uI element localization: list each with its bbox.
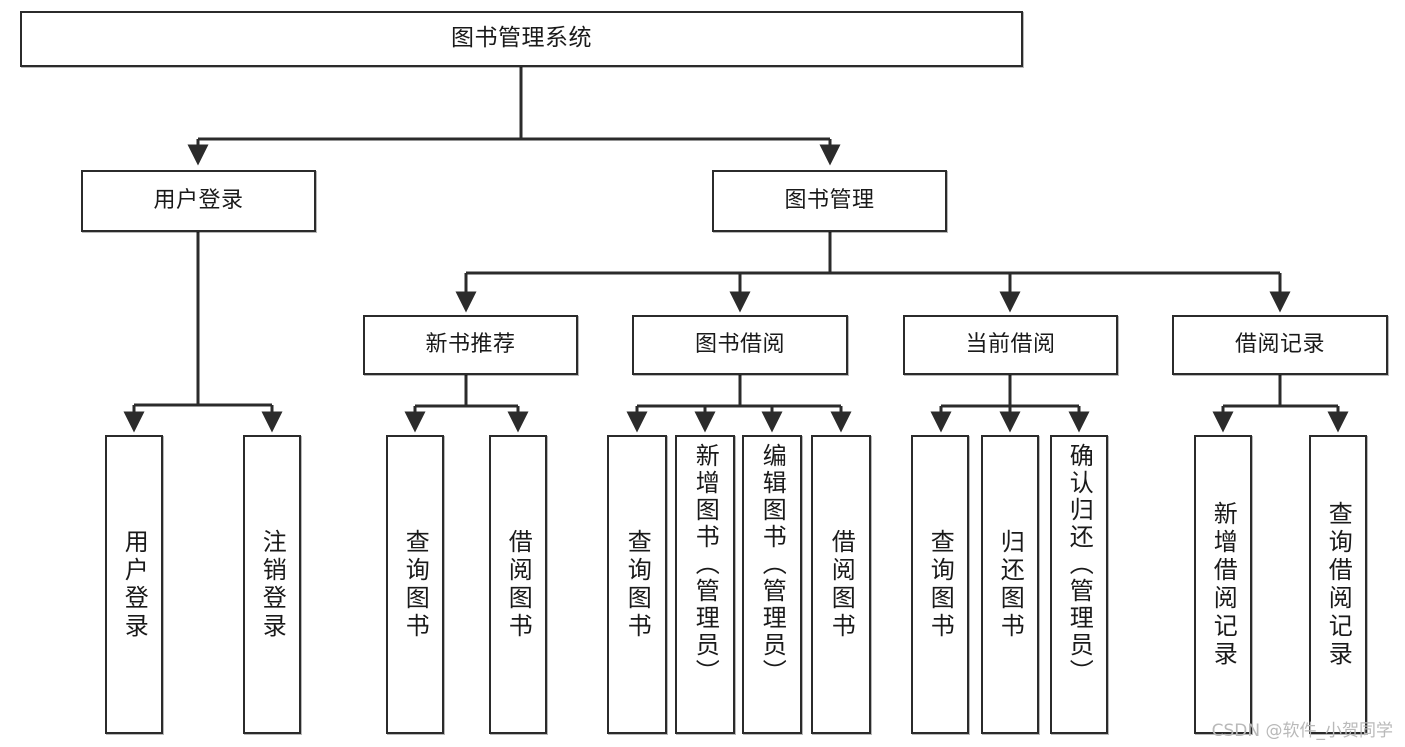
node-label: 图书管理系统	[451, 25, 592, 52]
leaf-book-borrow-lend[interactable]: 借阅图书	[811, 435, 871, 734]
leaf-current-borrow-confirm-return[interactable]: 确认归还（管理员）	[1050, 435, 1108, 734]
leaf-new-book-borrow[interactable]: 借阅图书	[489, 435, 547, 734]
node-new-book-recommend[interactable]: 新书推荐	[363, 315, 578, 375]
node-label: 注销登录	[258, 528, 287, 641]
leaf-book-borrow-query[interactable]: 查询图书	[607, 435, 667, 734]
node-label: 借阅记录	[1234, 332, 1325, 358]
leaf-current-borrow-query[interactable]: 查询图书	[911, 435, 969, 734]
node-label: 查询借阅记录	[1324, 500, 1353, 669]
leaf-new-book-query[interactable]: 查询图书	[386, 435, 444, 734]
node-label: 查询图书	[401, 528, 430, 641]
node-label: 用户登录	[120, 528, 149, 641]
node-user-login[interactable]: 用户登录	[81, 170, 316, 232]
node-label: 查询图书	[623, 528, 652, 641]
node-label: 新增图书（管理员）	[691, 443, 720, 686]
node-root-system[interactable]: 图书管理系统	[20, 11, 1023, 67]
node-book-borrow[interactable]: 图书借阅	[632, 315, 848, 375]
node-label: 新书推荐	[425, 332, 516, 358]
node-label: 当前借阅	[965, 332, 1056, 358]
node-label: 图书借阅	[694, 332, 785, 358]
node-label: 编辑图书（管理员）	[758, 443, 787, 686]
node-label: 图书管理	[784, 188, 875, 214]
watermark-text: CSDN @软件_小贺同学	[1211, 721, 1393, 741]
leaf-current-borrow-return[interactable]: 归还图书	[981, 435, 1039, 734]
node-label: 确认归还（管理员）	[1065, 443, 1094, 686]
node-label: 新增借阅记录	[1209, 500, 1238, 669]
leaf-user-login-signout[interactable]: 注销登录	[243, 435, 301, 734]
leaf-borrow-record-add[interactable]: 新增借阅记录	[1194, 435, 1252, 734]
node-label: 借阅图书	[504, 528, 533, 641]
node-label: 归还图书	[996, 528, 1025, 641]
node-book-management[interactable]: 图书管理	[712, 170, 947, 232]
node-label: 借阅图书	[827, 528, 856, 641]
leaf-book-borrow-edit[interactable]: 编辑图书（管理员）	[742, 435, 802, 734]
leaf-borrow-record-query[interactable]: 查询借阅记录	[1309, 435, 1367, 734]
node-label: 查询图书	[926, 528, 955, 641]
node-label: 用户登录	[153, 188, 244, 214]
node-current-borrow[interactable]: 当前借阅	[903, 315, 1118, 375]
leaf-book-borrow-add[interactable]: 新增图书（管理员）	[675, 435, 735, 734]
node-borrow-record[interactable]: 借阅记录	[1172, 315, 1388, 375]
leaf-user-login-signin[interactable]: 用户登录	[105, 435, 163, 734]
